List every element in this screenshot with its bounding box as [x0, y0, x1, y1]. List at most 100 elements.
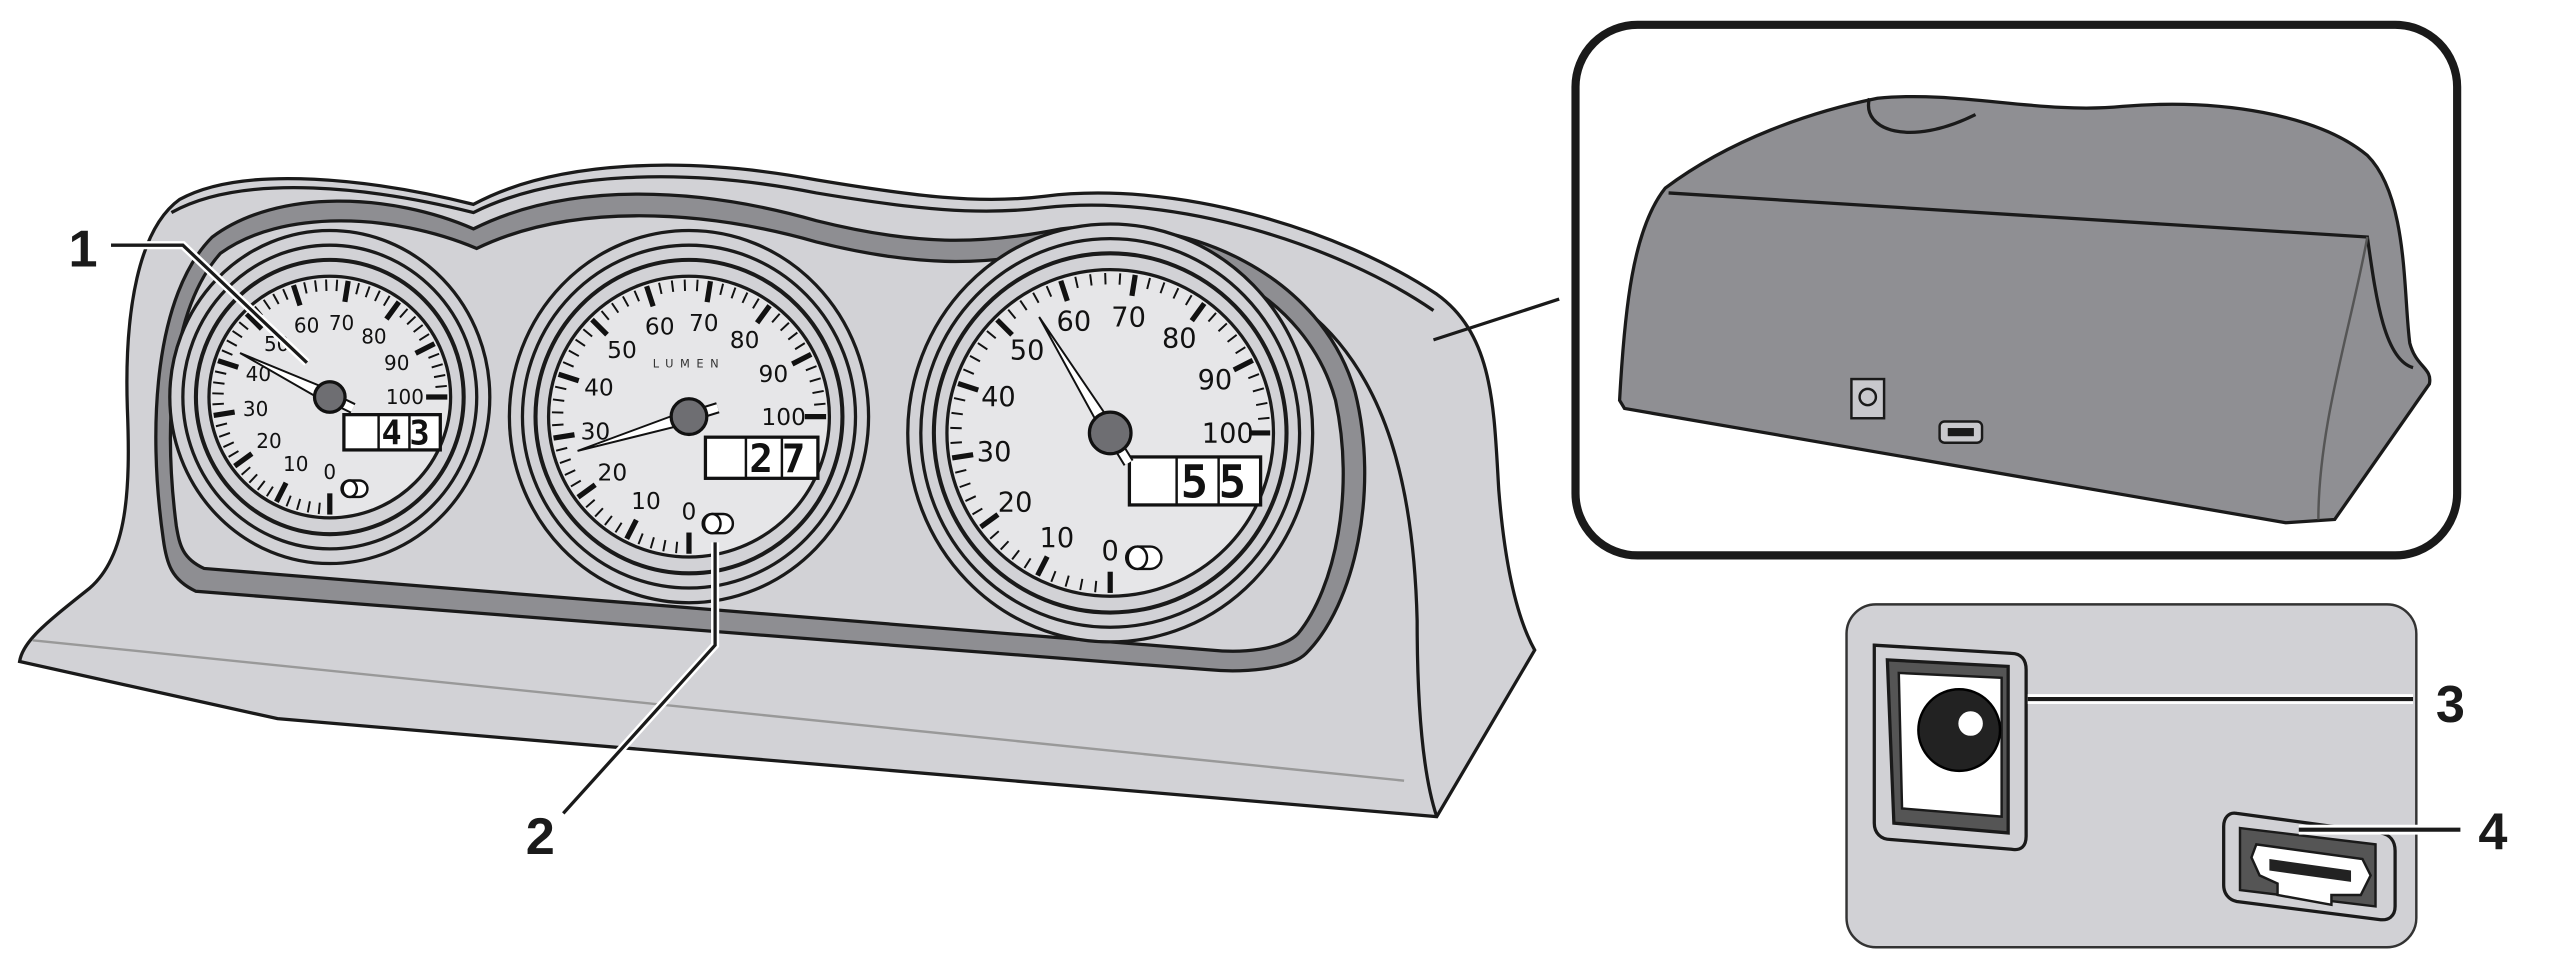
minor-tick	[435, 384, 447, 389]
scale-label: 40	[981, 382, 1016, 413]
minor-tick	[265, 486, 274, 497]
minor-tick	[428, 352, 440, 359]
minor-tick	[954, 468, 967, 474]
scale-label: 10	[631, 488, 661, 515]
major-tick	[704, 280, 714, 303]
minor-tick	[670, 280, 675, 293]
inset-leader	[1432, 297, 1560, 342]
minor-tick	[1258, 416, 1270, 420]
minor-tick	[555, 446, 568, 452]
minor-tick	[794, 342, 806, 351]
readout-value: 43	[382, 414, 438, 453]
major-tick	[384, 300, 402, 321]
hdmi-port	[2222, 811, 2397, 922]
minor-tick	[364, 286, 371, 298]
major-tick	[995, 317, 1014, 337]
scale-label: 60	[645, 314, 675, 341]
scale-label: 100	[761, 404, 805, 431]
scale-label: 80	[730, 327, 760, 354]
minor-tick	[1064, 575, 1070, 587]
minor-tick	[418, 333, 430, 341]
minor-tick	[314, 280, 318, 292]
scale-label: 50	[607, 337, 637, 364]
minor-tick	[805, 365, 817, 372]
scale-label: 80	[361, 324, 386, 348]
digital-readout	[703, 435, 820, 480]
scale-label: 0	[323, 460, 336, 484]
callout-1-label: 1	[69, 220, 98, 278]
minor-tick	[413, 324, 424, 333]
minor-tick	[399, 308, 409, 319]
major-tick	[1058, 279, 1070, 302]
minor-tick	[1247, 373, 1260, 380]
minor-tick	[658, 282, 663, 295]
scale-label: 100	[1202, 418, 1254, 449]
scale-label: 70	[689, 310, 719, 337]
minor-tick	[213, 381, 225, 385]
major-tick	[213, 409, 236, 418]
digital-readout	[1127, 455, 1263, 507]
callout-4-label: 4	[2478, 803, 2507, 861]
minor-tick	[223, 441, 235, 448]
minor-tick	[1184, 294, 1193, 306]
minor-tick	[752, 298, 760, 309]
minor-tick	[962, 368, 975, 375]
minor-tick	[730, 287, 737, 299]
minor-tick	[582, 328, 593, 338]
major-tick	[553, 432, 575, 441]
brand-logo: LUMEN	[653, 357, 725, 371]
minor-tick	[1207, 312, 1217, 323]
minor-tick	[1118, 273, 1122, 285]
minor-tick	[1007, 309, 1017, 320]
minor-tick	[570, 479, 582, 488]
scale-label: 30	[977, 437, 1012, 468]
minor-tick	[431, 363, 443, 369]
minor-tick	[1226, 334, 1238, 343]
minor-tick	[335, 279, 339, 292]
scale-label: 90	[384, 351, 409, 375]
minor-tick	[771, 313, 781, 323]
minor-tick	[959, 482, 971, 489]
major-tick	[1035, 555, 1050, 577]
minor-tick	[594, 507, 604, 518]
minor-tick	[812, 389, 824, 395]
dc-power-jack	[1872, 643, 2028, 852]
minor-tick	[215, 422, 228, 428]
minor-tick	[600, 310, 610, 321]
minor-tick	[433, 374, 446, 379]
minor-tick	[622, 295, 630, 307]
minor-tick	[1094, 580, 1098, 593]
minor-tick	[611, 302, 620, 314]
minor-tick	[568, 349, 580, 357]
readout-value: 55	[1181, 456, 1257, 509]
major-tick	[951, 452, 974, 461]
minor-tick	[296, 498, 302, 511]
minor-tick	[604, 515, 613, 526]
major-tick	[217, 358, 239, 370]
minor-tick	[585, 499, 596, 509]
callout-4: 4	[2298, 803, 2507, 861]
scale-label: 90	[1198, 365, 1233, 396]
scale-label: 40	[584, 375, 614, 402]
minor-tick	[1235, 346, 1246, 355]
back-dc-port	[1850, 377, 1886, 420]
scale-label: 70	[329, 311, 354, 335]
minor-tick	[1074, 276, 1079, 289]
minor-tick	[1252, 387, 1265, 393]
major-tick	[791, 352, 813, 367]
minor-tick	[575, 338, 586, 347]
minor-tick	[228, 450, 239, 458]
minor-tick	[1045, 285, 1053, 297]
minor-tick	[649, 537, 655, 549]
minor-tick	[1217, 322, 1228, 332]
minor-tick	[950, 441, 962, 444]
major-tick	[590, 317, 609, 337]
minor-tick	[977, 342, 988, 351]
minor-tick	[787, 331, 798, 341]
major-tick	[1129, 274, 1138, 297]
scale-label: 0	[682, 498, 697, 525]
callout-2: 2	[526, 542, 720, 866]
minor-tick	[355, 282, 360, 295]
scale-label: 70	[1111, 302, 1146, 333]
